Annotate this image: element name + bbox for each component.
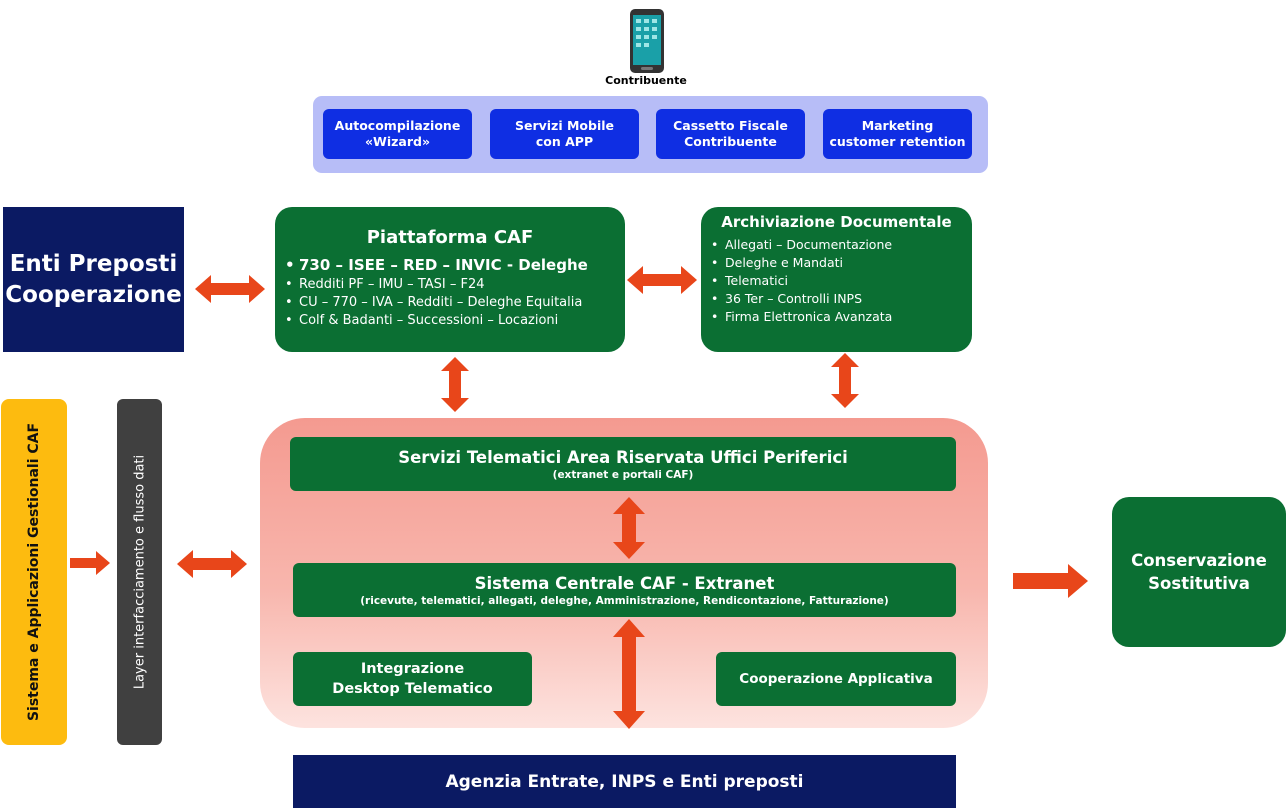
double-arrow-vertical xyxy=(613,497,645,559)
archiviazione-item: 36 Ter – Controlli INPS xyxy=(711,290,972,308)
piattaforma-caf-box: Piattaforma CAF 730 – ISEE – RED – INVIC… xyxy=(275,207,625,352)
agenzia-entrate-box: Agenzia Entrate, INPS e Enti preposti xyxy=(293,755,956,808)
sistema-centrale-title: Sistema Centrale CAF - Extranet xyxy=(474,574,775,593)
servizi-mobile-line2: con APP xyxy=(535,134,594,149)
archiviazione-item: Allegati – Documentazione xyxy=(711,236,972,254)
contribuente-label: Contribuente xyxy=(605,74,687,87)
layer-interfacciamento-box: Layer interfacciamento e flusso dati xyxy=(117,399,162,745)
conservazione-line1: Conservazione xyxy=(1131,551,1267,570)
double-arrow-vertical xyxy=(441,357,469,412)
sistema-gestionali-label: Sistema e Applicazioni Gestionali CAF xyxy=(26,422,42,722)
piattaforma-item: Redditi PF – IMU – TASI – F24 xyxy=(285,276,625,294)
enti-line2: Cooperazione xyxy=(5,281,182,308)
agenzia-label: Agenzia Entrate, INPS e Enti preposti xyxy=(445,771,804,792)
archiviazione-box: Archiviazione Documentale Allegati – Doc… xyxy=(701,207,972,352)
sistema-gestionali-box: Sistema e Applicazioni Gestionali CAF xyxy=(1,399,67,745)
servizi-telematici-title: Servizi Telematici Area Riservata Uffici… xyxy=(398,448,848,467)
cassetto-fiscale-line2: Contribuente xyxy=(684,134,777,149)
sistema-centrale-box: Sistema Centrale CAF - Extranet (ricevut… xyxy=(293,563,956,617)
servizi-telematici-box: Servizi Telematici Area Riservata Uffici… xyxy=(290,437,956,491)
double-arrow-vertical xyxy=(831,353,859,408)
archiviazione-item: Deleghe e Mandati xyxy=(711,254,972,272)
enti-line1: Enti Preposti xyxy=(9,250,178,277)
piattaforma-item: CU – 770 – IVA – Redditi – Deleghe Equit… xyxy=(285,294,625,312)
integrazione-line2: Desktop Telematico xyxy=(332,681,493,697)
conservazione-box: Conservazione Sostitutiva xyxy=(1112,497,1286,647)
piattaforma-item: 730 – ISEE – RED – INVIC - Deleghe xyxy=(285,254,625,276)
contribuente-node: Contribuente xyxy=(600,2,692,88)
double-arrow-vertical xyxy=(613,619,645,729)
piattaforma-item: Colf & Badanti – Successioni – Locazioni xyxy=(285,312,625,330)
cooperazione-label: Cooperazione Applicativa xyxy=(739,671,933,687)
layer-label: Layer interfacciamento e flusso dati xyxy=(132,454,147,690)
double-arrow-horizontal xyxy=(177,550,247,578)
cassetto-fiscale-line1: Cassetto Fiscale xyxy=(673,118,788,133)
archiviazione-title: Archiviazione Documentale xyxy=(721,213,952,231)
autocompilazione-button[interactable]: Autocompilazione «Wizard» xyxy=(323,109,472,159)
servizi-telematici-subtitle: (extranet e portali CAF) xyxy=(552,469,694,481)
marketing-button[interactable]: Marketing customer retention xyxy=(823,109,972,159)
autocompilazione-line1: Autocompilazione xyxy=(334,118,461,133)
integrazione-box: Integrazione Desktop Telematico xyxy=(293,652,532,706)
marketing-line2: customer retention xyxy=(829,134,966,149)
piattaforma-title: Piattaforma CAF xyxy=(366,227,534,248)
enti-preposti-box: Enti Preposti Cooperazione xyxy=(3,207,184,352)
arrow-right xyxy=(1013,564,1088,598)
conservazione-line2: Sostitutiva xyxy=(1148,574,1250,593)
integrazione-line1: Integrazione xyxy=(360,661,465,677)
double-arrow-horizontal xyxy=(195,275,265,303)
marketing-line1: Marketing xyxy=(861,118,934,133)
double-arrow-horizontal xyxy=(627,266,697,294)
archiviazione-list: Allegati – Documentazione Deleghe e Mand… xyxy=(701,236,972,326)
servizi-mobile-button[interactable]: Servizi Mobile con APP xyxy=(490,109,639,159)
arrow-right xyxy=(70,551,110,575)
piattaforma-list: 730 – ISEE – RED – INVIC - Deleghe Reddi… xyxy=(275,254,625,330)
autocompilazione-line2: «Wizard» xyxy=(364,134,431,149)
archiviazione-item: Telematici xyxy=(711,272,972,290)
smartphone-icon xyxy=(630,9,664,73)
servizi-mobile-line1: Servizi Mobile xyxy=(514,118,614,133)
cooperazione-box: Cooperazione Applicativa xyxy=(716,652,956,706)
archiviazione-item: Firma Elettronica Avanzata xyxy=(711,308,972,326)
cassetto-fiscale-button[interactable]: Cassetto Fiscale Contribuente xyxy=(656,109,805,159)
sistema-centrale-subtitle: (ricevute, telematici, allegati, deleghe… xyxy=(360,595,889,607)
